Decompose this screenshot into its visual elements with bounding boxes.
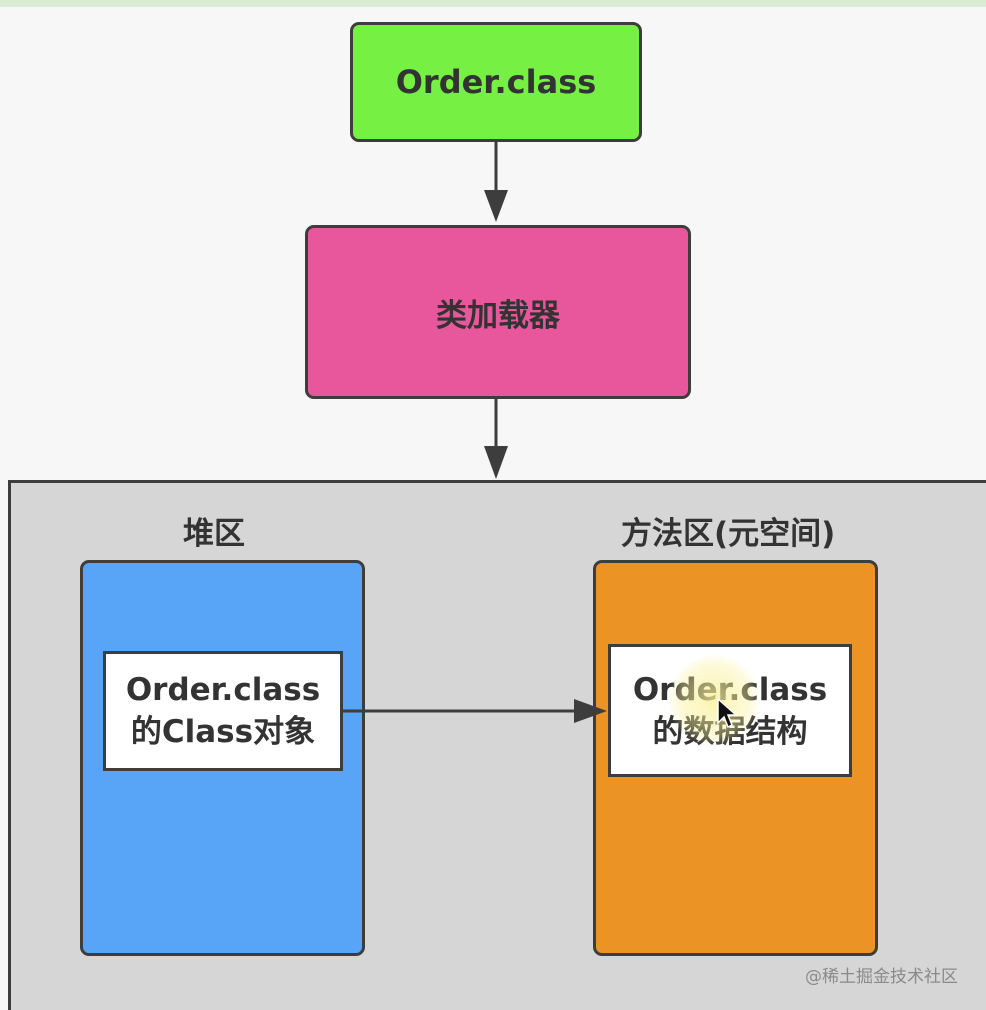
heap-class-object-box: Order.class 的Class对象 xyxy=(103,651,343,771)
heap-object-line-1: Order.class xyxy=(125,672,321,708)
arrow-source-to-loader xyxy=(484,142,508,222)
arrow-loader-to-memory xyxy=(484,399,508,479)
method-area-title: 方法区(元空间) xyxy=(621,516,836,552)
class-loader-label: 类加载器 xyxy=(436,297,560,334)
heap-object-line-2: 的Class对象 xyxy=(130,714,316,750)
watermark: @稀土掘金技术社区 xyxy=(805,967,958,987)
class-loader-node: 类加载器 xyxy=(305,225,691,399)
order-class-label: Order.class xyxy=(395,63,597,101)
top-strip xyxy=(0,0,986,7)
mouse-pointer-icon xyxy=(717,697,738,729)
order-class-node: Order.class xyxy=(350,22,642,142)
arrow-object-to-data-structure xyxy=(343,699,607,723)
heap-title: 堆区 xyxy=(183,516,245,552)
